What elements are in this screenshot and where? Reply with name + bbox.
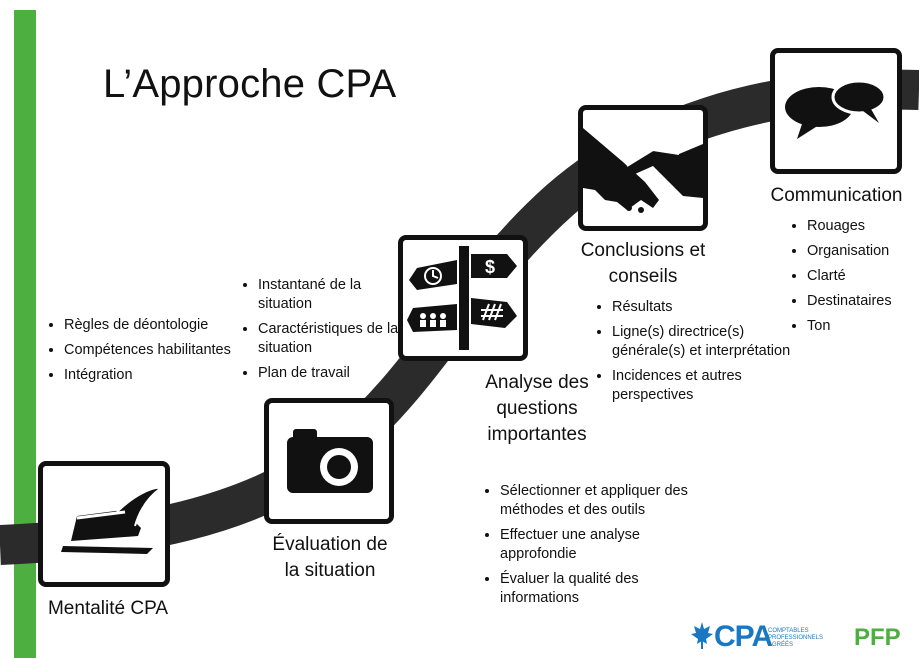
step-label-conclusions: Conclusions et conseils <box>580 240 706 287</box>
step-label-communication: Communication <box>770 185 903 206</box>
speech-bubbles-icon-box <box>770 48 902 174</box>
cpa-logo-subtitle: COMPTABLES PROFESSIONNELS AGRÉÉS <box>768 628 824 648</box>
bullet-item: Règles de déontologie <box>64 316 234 335</box>
page-title: L’Approche CPA <box>103 62 397 106</box>
bullet-item: Sélectionner et appliquer des méthodes e… <box>500 482 700 520</box>
cpa-logo-text: CPA <box>714 620 773 653</box>
bullet-item: Ligne(s) directrice(s) générale(s) et in… <box>612 323 802 361</box>
bullet-item: Clarté <box>807 267 919 286</box>
pfp-logo: PFP <box>854 624 901 651</box>
camera-icon <box>287 429 373 493</box>
signpost-icon-box: $ <box>398 235 528 361</box>
bullets-conclusions: Résultats Ligne(s) directrice(s) général… <box>592 298 802 411</box>
bullet-item: Organisation <box>807 242 919 261</box>
bullet-item: Compétences habilitantes <box>64 341 234 360</box>
bullet-item: Caractéristiques de la situation <box>258 320 418 358</box>
step-label-mentalite: Mentalité CPA <box>47 598 169 619</box>
bullet-item: Plan de travail <box>258 364 418 383</box>
hat-icon-box <box>38 461 170 587</box>
step-label-analyse: Analyse des questions importantes <box>485 372 589 445</box>
bullet-item: Évaluer la qualité des informations <box>500 570 700 608</box>
handshake-icon <box>583 128 703 213</box>
bullet-item: Rouages <box>807 217 919 236</box>
bullet-item: Intégration <box>64 366 234 385</box>
bullet-item: Destinataires <box>807 292 919 311</box>
speech-bubbles-icon <box>785 79 887 139</box>
bullets-communication: Rouages Organisation Clarté Destinataire… <box>787 217 919 342</box>
signpost-icon: $ <box>407 246 517 350</box>
bullets-analyse: Sélectionner et appliquer des méthodes e… <box>480 482 700 614</box>
bullet-item: Ton <box>807 317 919 336</box>
bullet-item: Instantané de la situation <box>258 276 418 314</box>
hat-icon <box>61 486 164 554</box>
green-accent-bar <box>14 10 36 658</box>
bullets-evaluation: Instantané de la situation Caractéristiq… <box>238 276 418 389</box>
handshake-icon-box <box>578 105 708 231</box>
camera-icon-box <box>264 398 394 524</box>
svg-text:$: $ <box>485 257 495 277</box>
bullet-item: Effectuer une analyse approfondie <box>500 526 700 564</box>
step-label-evaluation: Évaluation de la situation <box>272 534 388 581</box>
maple-leaf-icon <box>691 622 713 649</box>
bullet-item: Incidences et autres perspectives <box>612 367 802 405</box>
bullet-item: Résultats <box>612 298 802 317</box>
bullets-mentalite: Règles de déontologie Compétences habili… <box>44 316 234 391</box>
